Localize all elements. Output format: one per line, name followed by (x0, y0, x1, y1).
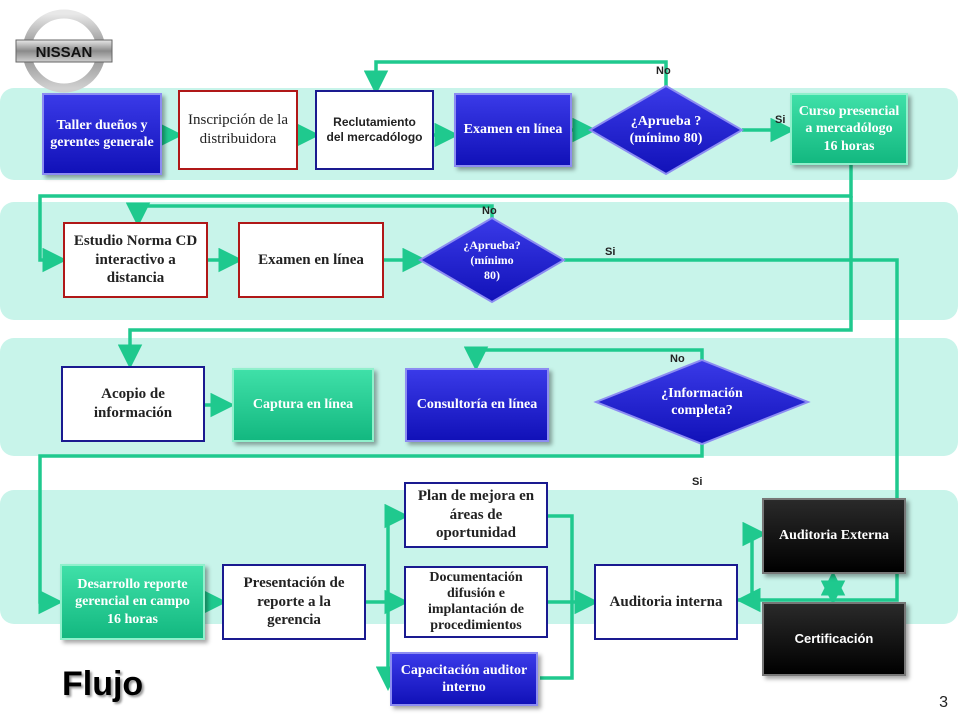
examen-linea-2-box: Examen en línea (238, 222, 384, 298)
captura-box: Captura en línea (232, 368, 374, 442)
documentacion-box: Documentación difusión e implantación de… (404, 566, 548, 638)
conn-r4-merge (540, 514, 574, 680)
r2-si-label: Si (605, 246, 616, 258)
conn-r3-no (463, 346, 704, 371)
nissan-logo: NISSAN (15, 9, 113, 93)
curso-presencial-box: Curso presencial a mercadólogo 16 horas (790, 93, 908, 165)
capacitacion-box: Capacitación auditor interno (390, 652, 538, 706)
r3-si-label: Si (692, 476, 703, 488)
decision-informacion (593, 358, 811, 446)
conn-r2-no (125, 202, 494, 227)
decision-aprueba-2 (418, 216, 566, 304)
desarrollo-box: Desarrollo reporte gerencial en campo 16… (60, 564, 205, 640)
taller-box: Taller dueños y gerentes generale (42, 93, 162, 175)
conn-r3-si (38, 442, 704, 615)
auditoria-externa-box: Auditoria Externa (762, 498, 906, 574)
decision-informacion-label: ¿Información completa? (661, 385, 743, 419)
inscripcion-box: Inscripción de la distribuidora (178, 90, 298, 170)
acopio-box: Acopio de información (61, 366, 205, 442)
conn-r2-down (117, 196, 853, 369)
conn-r4-ext (738, 521, 767, 602)
conn-r2-si (564, 258, 899, 613)
page-number: 3 (939, 694, 948, 711)
r1-si-label: Si (775, 114, 786, 126)
slide-title: Flujo (62, 665, 144, 703)
logo-text: NISSAN (36, 44, 93, 61)
decision-aprueba-2-label: ¿Aprueba? (mínimo 80) (463, 237, 521, 282)
r1-no-label: No (656, 65, 671, 77)
presentacion-box: Presentación de reporte a la gerencia (222, 564, 366, 640)
conn-r1-down (38, 164, 853, 273)
estudio-norma-box: Estudio Norma CD interactivo a distancia (63, 222, 208, 298)
auditoria-interna-box: Auditoria interna (594, 564, 738, 640)
r2-no-label: No (482, 205, 497, 217)
consultoria-box: Consultoría en línea (405, 368, 549, 442)
conn-r1-no (363, 60, 668, 95)
plan-mejora-box: Plan de mejora en áreas de oportunidad (404, 482, 548, 548)
conn-r4-branch (366, 503, 409, 604)
decision-aprueba-1-label: ¿Aprueba ? (mínimo 80) (629, 113, 703, 147)
reclutamiento-box: Reclutamiento del mercadólogo (315, 90, 434, 170)
decision-aprueba-1 (588, 84, 744, 176)
r3-no-label: No (670, 353, 685, 365)
examen-linea-1-box: Examen en línea (454, 93, 572, 167)
certificacion-box: Certificación (762, 602, 906, 676)
